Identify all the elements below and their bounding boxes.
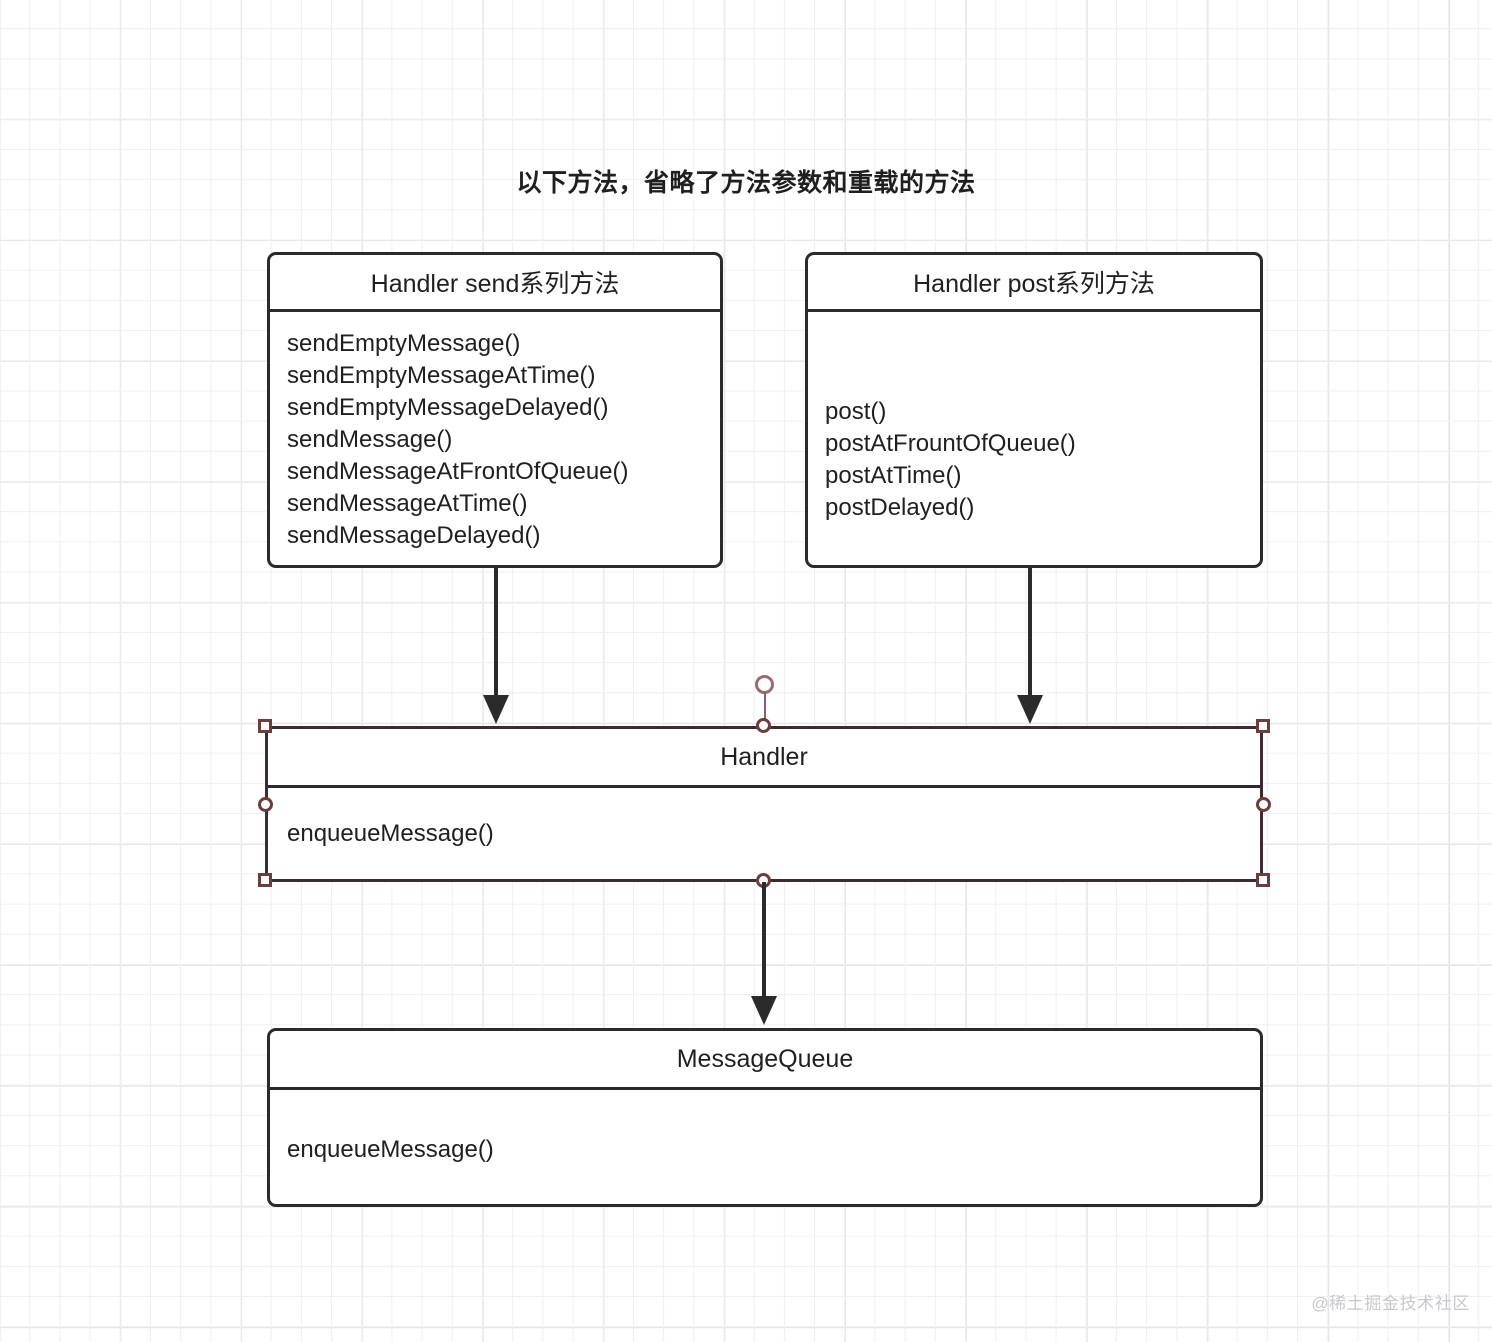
method-item: postAtFrountOfQueue(): [825, 430, 1076, 457]
method-item: sendEmptyMessage(): [287, 330, 521, 357]
uml-class-post-methods[interactable]: Handler post系列方法 post() postAtFrountOfQu…: [805, 252, 1263, 568]
method-item: sendEmptyMessageAtTime(): [287, 362, 596, 389]
uml-class-body-handler: enqueueMessage(): [268, 788, 1260, 850]
method-item: sendMessageAtTime(): [287, 490, 528, 517]
method-item: postDelayed(): [825, 494, 975, 521]
uml-class-body-message-queue: enqueueMessage(): [270, 1090, 1260, 1166]
resize-handle-middle-left[interactable]: [258, 797, 273, 812]
connector-post-to-handler-line: [1028, 568, 1032, 702]
watermark: @稀土掘金技术社区: [1311, 1294, 1470, 1313]
connector-handler-to-message-queue-arrowhead: [751, 996, 777, 1025]
uml-class-title-handler: Handler: [268, 729, 1260, 788]
connector-handler-to-message-queue-line: [762, 882, 766, 1003]
resize-handle-top-right[interactable]: [1256, 719, 1270, 733]
resize-handle-bottom-right[interactable]: [1256, 873, 1270, 887]
rotate-handle-stem: [763, 692, 766, 726]
method-item: post(): [825, 398, 887, 425]
method-item: sendMessageAtFrontOfQueue(): [287, 458, 629, 485]
connector-send-to-handler-arrowhead: [483, 695, 509, 724]
method-item: postAtTime(): [825, 462, 962, 489]
uml-class-send-methods[interactable]: Handler send系列方法 sendEmptyMessage() send…: [267, 252, 723, 568]
method-item: sendEmptyMessageDelayed(): [287, 394, 609, 421]
resize-handle-bottom-left[interactable]: [258, 873, 272, 887]
method-item: sendMessageDelayed(): [287, 522, 541, 549]
method-item: enqueueMessage(): [287, 820, 494, 847]
uml-class-title-post: Handler post系列方法: [808, 255, 1260, 312]
uml-class-body-send: sendEmptyMessage() sendEmptyMessageAtTim…: [270, 312, 720, 552]
uml-class-message-queue[interactable]: MessageQueue enqueueMessage(): [267, 1028, 1263, 1207]
connector-post-to-handler-arrowhead: [1017, 695, 1043, 724]
method-item: enqueueMessage(): [287, 1136, 494, 1163]
method-item: sendMessage(): [287, 426, 453, 453]
resize-handle-top-center[interactable]: [756, 718, 771, 733]
uml-class-body-post: post() postAtFrountOfQueue() postAtTime(…: [808, 312, 1260, 524]
uml-class-title-send: Handler send系列方法: [270, 255, 720, 312]
diagram-title: 以下方法，省略了方法参数和重载的方法: [516, 169, 976, 197]
resize-handle-top-left[interactable]: [258, 719, 272, 733]
resize-handle-middle-right[interactable]: [1256, 797, 1271, 812]
connector-send-to-handler-line: [494, 568, 498, 702]
uml-class-title-message-queue: MessageQueue: [270, 1031, 1260, 1090]
uml-class-handler[interactable]: Handler enqueueMessage(): [265, 726, 1263, 882]
